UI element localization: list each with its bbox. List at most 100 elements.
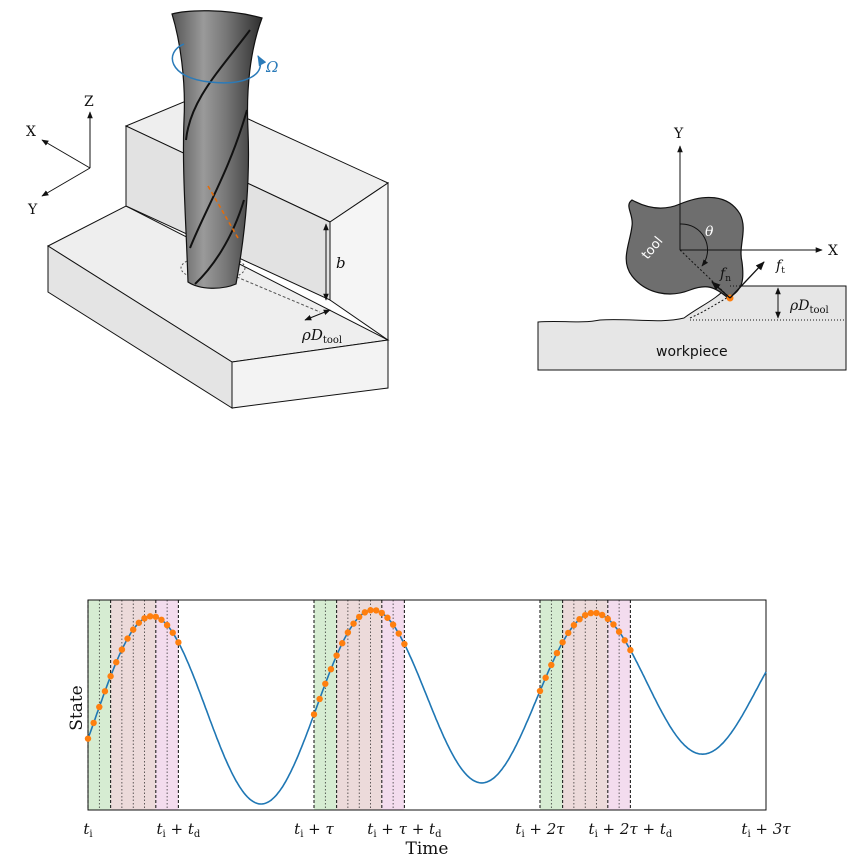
radial-dimension-line — [304, 309, 331, 321]
sample-marker — [118, 646, 126, 653]
y-axis-label: Y — [27, 202, 38, 218]
sample-marker — [124, 635, 131, 642]
flute-edge-2 — [189, 109, 248, 249]
x-tick-label: ti + 2τ — [515, 820, 565, 840]
tangential-force-arrow — [729, 261, 765, 299]
sample-marker — [361, 609, 369, 616]
sample-marker — [367, 607, 374, 614]
sample-marker — [169, 629, 176, 636]
radial-label-3d-main: ρD — [301, 326, 323, 344]
sample-marker — [356, 613, 363, 621]
sample-marker — [389, 621, 397, 628]
plot-frame — [87, 599, 767, 811]
x-tick-label: ti + 2τ + td — [589, 820, 673, 840]
sample-marker — [130, 626, 137, 633]
sample-marker — [395, 630, 402, 637]
sample-marker — [175, 639, 182, 646]
sample-marker — [339, 640, 346, 647]
sample-marker — [96, 703, 103, 711]
tangential-force-label-main: f — [775, 258, 784, 274]
sample-marker — [548, 661, 555, 669]
x-tick-label: ti + τ + td — [367, 820, 442, 840]
sample-marker — [582, 611, 589, 619]
sample-marker — [378, 609, 385, 617]
rotation-label: Ω — [265, 58, 278, 76]
milling-3d-diagram: Ω b ρDtool Z X Y — [26, 10, 390, 409]
y-axis-title: State — [67, 685, 87, 731]
radial-label-3d: ρDtool — [301, 326, 342, 346]
x-tick-label: ti + τ — [294, 820, 334, 840]
end-mill — [171, 10, 263, 289]
cs-x-label: X — [828, 243, 838, 259]
sample-marker — [570, 621, 578, 629]
sample-marker — [163, 621, 171, 629]
sample-marker — [158, 616, 165, 623]
cross-section-diagram: workpiece tool X Y θ fn ft ρDtool — [537, 126, 847, 371]
rotation-arrow — [171, 43, 267, 84]
sample-marker — [621, 637, 628, 644]
cs-radial-label-sub: tool — [809, 305, 828, 316]
sample-marker — [322, 680, 329, 687]
sample-marker — [333, 652, 340, 659]
state-curve — [87, 609, 767, 805]
sample-marker — [593, 609, 600, 617]
sample-marker — [90, 719, 97, 727]
sample-marker — [113, 659, 120, 666]
cs-radial-label-main: ρD — [789, 298, 809, 314]
sample-marker — [401, 640, 408, 648]
sample-marker — [587, 609, 595, 617]
sample-marker — [316, 695, 323, 703]
sample-marker — [344, 629, 352, 636]
sample-marker — [384, 614, 391, 621]
sample-marker — [598, 611, 606, 619]
footprint-guide — [231, 274, 321, 313]
x-tick-label: ti — [83, 820, 92, 840]
cs-y-label: Y — [673, 126, 684, 142]
sample-marker — [350, 620, 357, 627]
x-axis-label: X — [26, 124, 36, 140]
sample-marker — [135, 619, 143, 626]
sample-marker — [559, 639, 566, 646]
sample-marker — [576, 615, 583, 623]
theta-label: θ — [705, 224, 714, 240]
sample-marker — [101, 688, 109, 695]
sample-marker — [610, 621, 617, 628]
tangential-force-label: ft — [775, 258, 785, 276]
sample-marker — [141, 615, 148, 622]
x-tick-label: ti + 3τ — [741, 820, 791, 840]
tool-axis-dashed — [207, 185, 239, 239]
sample-marker — [84, 735, 92, 742]
tangential-force-label-sub: t — [781, 266, 785, 276]
sample-markers — [84, 607, 634, 742]
normal-force-arrow — [711, 281, 731, 299]
normal-force-label: fn — [719, 266, 731, 284]
y-axis — [41, 167, 91, 197]
lower-block-right — [231, 339, 389, 409]
normal-force-label-main: f — [719, 266, 728, 282]
depth-label: b — [336, 254, 346, 272]
sample-marker — [615, 628, 623, 635]
sample-marker — [107, 673, 114, 680]
sample-marker — [310, 711, 318, 718]
sample-marker — [553, 649, 561, 657]
normal-force-label-sub: n — [725, 274, 731, 284]
x-axis-title: Time — [406, 839, 449, 859]
sample-marker — [152, 613, 159, 620]
sample-marker — [327, 665, 335, 673]
upper-block-right — [329, 182, 389, 341]
z-axis-label: Z — [84, 94, 94, 110]
workpiece-label: workpiece — [656, 344, 728, 360]
x-axis — [41, 139, 91, 169]
sample-marker — [604, 615, 611, 623]
sample-marker — [146, 613, 154, 620]
theta-arc — [679, 223, 709, 267]
sample-marker — [565, 629, 572, 637]
radial-label-3d-sub: tool — [323, 335, 342, 346]
sample-marker — [542, 674, 549, 681]
sample-marker — [536, 687, 544, 695]
sample-marker — [372, 607, 380, 614]
flute-edge-3 — [194, 199, 245, 285]
